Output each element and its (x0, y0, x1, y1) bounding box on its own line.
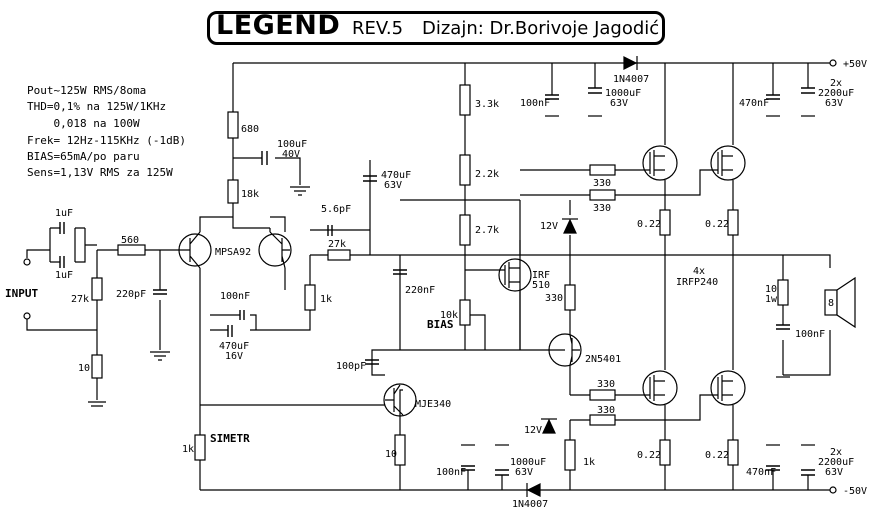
speaker-impedance-label: 8 (828, 298, 834, 309)
c-in-1-label: 1uF (55, 208, 73, 219)
c-470n-top-label: 470nF (739, 98, 769, 109)
r-560-label: 560 (121, 235, 139, 246)
simetr-label: SIMETR (210, 432, 250, 445)
r-680-label: 680 (241, 124, 259, 135)
c-220n-label: 220nF (405, 285, 435, 296)
labels: 1uF 1uF 560 27k 220pF 10 MPSA92 680 100u… (55, 59, 867, 510)
rail-positive-label: +50V (843, 59, 867, 70)
c-2200-top-c-label: 63V (825, 98, 843, 109)
r-022-1-label: 0.22 (637, 219, 661, 230)
c-470u16-a-label: 470uF (219, 341, 249, 352)
r-27k-bias-label: 2.7k (475, 225, 499, 236)
c-1000u-top-a-label: 1000uF (605, 88, 641, 99)
r-1k-bot-label: 1k (583, 457, 595, 468)
r-330-g2-label: 330 (593, 203, 611, 214)
bold-labels: INPUT BIAS SIMETR (5, 287, 454, 445)
r-330-g3-label: 330 (597, 379, 615, 390)
terminals (23, 59, 837, 494)
c-2200-top-a-label: 2x (830, 78, 842, 89)
r-27k-fb-label: 27k (328, 239, 346, 250)
title-name: LEGEND (216, 10, 341, 41)
c-100n-bot-label: 100nF (436, 467, 466, 478)
c-470u16-b-label: 16V (225, 351, 243, 362)
spec-line-2: THD=0,1% na 125W/1KHz (27, 100, 167, 113)
q-mpsa92-label: MPSA92 (215, 247, 251, 258)
transistors (178, 145, 746, 417)
c-1000u-top-b-label: 63V (610, 98, 628, 109)
spec-line-3: 0,018 na 100W (27, 117, 140, 130)
c-100u-b-label: 40V (282, 149, 300, 160)
z-12v-top-label: 12V (540, 221, 558, 232)
q-out-b-label: IRFP240 (676, 277, 718, 288)
c-470u-a-label: 470uF (381, 170, 411, 181)
rail-negative-label: -50V (843, 486, 867, 497)
spec-line-5: BIAS=65mA/po paru (27, 150, 140, 163)
c-2200-bot-a-label: 2x (830, 447, 842, 458)
r-1k-sim-label: 1k (182, 444, 194, 455)
r-33k-label: 3.3k (475, 99, 499, 110)
c-470n-bot-label: 470nF (746, 467, 776, 478)
c-2200-top-b-label: 2200uF (818, 88, 854, 99)
c-100u-a-label: 100uF (277, 139, 307, 150)
r-1k-fb-label: 1k (320, 294, 332, 305)
c-in-2-label: 1uF (55, 270, 73, 281)
title-box (207, 11, 665, 45)
c-56p-label: 5.6pF (321, 204, 351, 215)
r-10-in-label: 10 (78, 363, 90, 374)
grounds (88, 115, 815, 446)
c-100p-label: 100pF (336, 361, 366, 372)
spec-line-6: Sens=1,13V RMS za 125W (27, 166, 173, 179)
d-top-label: 1N4007 (613, 74, 649, 85)
bias-label: BIAS (427, 318, 454, 331)
r-10k-bias-label: 10k (440, 310, 458, 321)
capacitors (59, 87, 815, 476)
q-mje340-label: MJE340 (415, 399, 451, 410)
c-1000u-bot-b-label: 63V (515, 467, 533, 478)
c-100n-fb-label: 100nF (220, 291, 250, 302)
c-470u-b-label: 63V (384, 180, 402, 191)
diodes (526, 56, 638, 497)
r-27k-in-label: 27k (71, 294, 89, 305)
c-220p-label: 220pF (116, 289, 146, 300)
r-330-mid-label: 330 (545, 293, 563, 304)
title-revision: REV.5 (352, 18, 404, 39)
q-out-a-label: 4x (693, 266, 705, 277)
c-zobel-label: 100nF (795, 329, 825, 340)
c-2200-bot-c-label: 63V (825, 467, 843, 478)
c-1000u-bot-a-label: 1000uF (510, 457, 546, 468)
wires (26, 62, 831, 491)
spec-line-4: Frek= 12Hz-115KHz (-1dB) (27, 134, 186, 147)
r-330-g1-label: 330 (593, 178, 611, 189)
c-2200-bot-b-label: 2200uF (818, 457, 854, 468)
r-022-4-label: 0.22 (705, 450, 729, 461)
r-022-2-label: 0.22 (705, 219, 729, 230)
q-irf510-a-label: IRF (532, 270, 550, 281)
r-zobel-b-label: 1w (765, 294, 778, 305)
r-330-g4-label: 330 (597, 405, 615, 416)
spec-line-1: Pout~125W RMS/8oma (27, 84, 147, 97)
r-022-3-label: 0.22 (637, 450, 661, 461)
d-bot-label: 1N4007 (512, 499, 548, 510)
c-100n-top-label: 100nF (520, 98, 550, 109)
r-10-e-label: 10 (385, 449, 397, 460)
speaker (824, 276, 856, 329)
q-irf510-b-label: 510 (532, 280, 550, 291)
r-zobel-a-label: 10 (765, 284, 777, 295)
r-22k-label: 2.2k (475, 169, 499, 180)
z-12v-bot-label: 12V (524, 425, 542, 436)
title-author: Dizajn: Dr.Borivoje Jagodić (422, 18, 660, 39)
r-18k-label: 18k (241, 189, 259, 200)
input-label: INPUT (5, 287, 38, 300)
resistors (91, 84, 789, 471)
q-2n5401-label: 2N5401 (585, 354, 621, 365)
